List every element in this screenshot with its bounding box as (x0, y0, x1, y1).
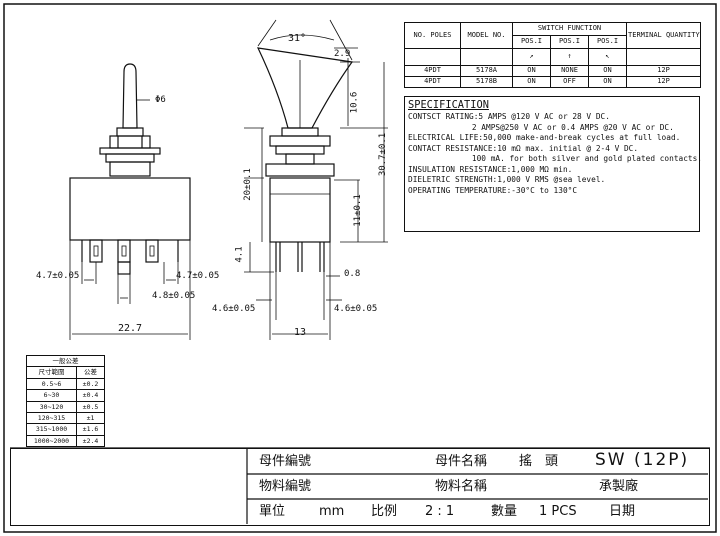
unit-label: 單位 (259, 504, 286, 519)
row-pos3: ON (587, 76, 628, 88)
table-row: 120~315±1 (26, 411, 105, 425)
row-pos1: ON (512, 76, 551, 88)
date-label: 日期 (609, 504, 636, 519)
header-switch-function: SWITCH FUNCTION (511, 22, 628, 36)
tol-value: ±1.6 (76, 423, 105, 436)
tol-value: ±0.5 (76, 400, 105, 413)
table-row: 4PDT 5178B ON OFF ON 12P (404, 76, 702, 88)
dim-pitch-side-right: 4.6±0.05 (334, 304, 378, 314)
spec-line: OPERATING TEMPERATURE:-30°C to 130°C (408, 184, 578, 195)
manufacturer-label: 承製廠 (599, 479, 639, 494)
row-pos2: NONE (550, 65, 589, 77)
lever-left-icon: ↗ (512, 48, 551, 66)
specification-block: SPECIFICATION CONTSCT RATING:5 AMPS @120… (404, 96, 702, 232)
spec-line: CONTSCT RATING:5 AMPS @120 V AC or 28 V … (408, 111, 610, 121)
tolerance-col-range: 尺寸範圍 (26, 366, 77, 379)
dim-width-front: 22.7 (118, 323, 143, 334)
dim-terminal-thickness: 0.8 (344, 269, 361, 279)
dim-case-height: 11±0.1 (352, 194, 363, 227)
row-poles: 4PDT (404, 65, 461, 77)
tol-range: 315~1000 (26, 423, 77, 436)
table-row: 4PDT 5178A ON NONE ON 12P (404, 65, 702, 77)
row-model: 5178A (460, 65, 513, 77)
spec-title: SPECIFICATION (408, 98, 489, 111)
tol-range: 1000~2000 (26, 434, 77, 448)
product-name: SW (12P) (595, 450, 690, 470)
dim-width-side: 13 (294, 327, 307, 338)
table-row: 1000~2000±2.4 (26, 434, 105, 448)
spec-line: 2 AMPS@250 V AC or 0.4 AMPS @20 V AC or … (471, 121, 674, 132)
spec-line: 100 mA. for both silver and gold plated … (471, 153, 702, 163)
header-model: MODEL NO. (460, 22, 513, 49)
tol-value: ±0.2 (76, 377, 105, 391)
header-pos1: POS.I (512, 35, 551, 49)
dim-body-height: 20±0.1 (242, 168, 253, 201)
qty-label: 數量 (491, 504, 518, 519)
switch-function-table: NO. POLES MODEL NO. SWITCH FUNCTION TERM… (404, 22, 702, 88)
scale-label: 比例 (371, 504, 398, 519)
tolerance-table: 一般公差 尺寸範圍 公差 0.5~6±0.2 6~30±0.4 30~120±0… (26, 354, 105, 448)
tol-range: 0.5~6 (26, 377, 77, 391)
tol-range: 120~315 (26, 411, 77, 425)
row-qty: 12P (626, 65, 702, 77)
tolerance-title: 一般公差 (26, 354, 105, 368)
header-pos3: POS.I (587, 35, 628, 49)
spec-line: ELECTRICAL LIFE:50,000 make-and-break cy… (408, 132, 681, 142)
row-pos2: OFF (550, 76, 589, 88)
dim-lever-height: 10.6 (349, 91, 360, 114)
dim-pitch-left: 4.7±0.05 (36, 271, 80, 281)
lever-center-icon: ↑ (550, 48, 589, 66)
tol-range: 6~30 (26, 389, 77, 402)
dim-bushing-dia: Φ6 (155, 95, 166, 105)
dim-pitch-mid: 4.8±0.05 (152, 291, 196, 301)
row-model: 5178B (460, 76, 513, 88)
dim-pitch-right: 4.7±0.05 (176, 271, 220, 281)
table-row: 30~120±0.5 (26, 400, 105, 413)
row-poles: 4PDT (404, 76, 461, 88)
row-qty: 12P (626, 76, 702, 88)
table-row: 6~30±0.4 (26, 389, 105, 402)
header-pos2: POS.I (550, 35, 589, 49)
lever-icon-row: ↗ ↑ ↖ (404, 48, 702, 66)
dim-total-height: 30.7±0.1 (378, 132, 389, 177)
material-name-label: 物料名稱 (435, 479, 488, 494)
tol-value: ±0.4 (76, 389, 105, 402)
dim-lever-tip: 2.9 (334, 49, 351, 59)
table-row: 0.5~6±0.2 (26, 377, 105, 391)
dim-terminal-length: 4.1 (234, 246, 245, 263)
row-pos1: ON (512, 65, 551, 77)
dim-lever-angle: 31° (288, 33, 307, 44)
dim-pitch-side-left: 4.6±0.05 (212, 304, 256, 314)
row-pos3: ON (587, 65, 628, 77)
tol-value: ±1 (76, 411, 105, 425)
parent-name-label: 母件名稱 (435, 454, 488, 469)
tolerance-col-tol: 公差 (76, 366, 105, 379)
header-poles: NO. POLES (404, 22, 461, 49)
spec-line: CONTACT RESISTANCE:10 mΩ max. initial @ … (408, 142, 639, 153)
lever-right-icon: ↖ (587, 48, 628, 66)
spec-line: DIELETRIC STRENGTH:1,000 V RMS @sea leve… (408, 174, 606, 184)
parent-no-label: 母件編號 (259, 454, 312, 469)
qty-value: 1 PCS (539, 504, 577, 519)
tol-range: 30~120 (26, 400, 77, 413)
title-block: 母件編號 母件名稱 搖 頭 SW (12P) 物料編號 物料名稱 承製廠 單位 … (10, 448, 710, 526)
header-terminal: TERMINAL QUANTITY (626, 22, 702, 49)
material-no-label: 物料編號 (259, 479, 312, 494)
unit-value: mm (319, 504, 345, 519)
tol-value: ±2.4 (76, 434, 105, 448)
scale-value: 2 : 1 (425, 504, 455, 519)
table-row: 315~1000±1.6 (26, 423, 105, 436)
spec-line: INSULATION RESISTANCE:1,000 MΩ min. (408, 163, 573, 174)
parent-name-value: 搖 頭 (519, 454, 559, 469)
